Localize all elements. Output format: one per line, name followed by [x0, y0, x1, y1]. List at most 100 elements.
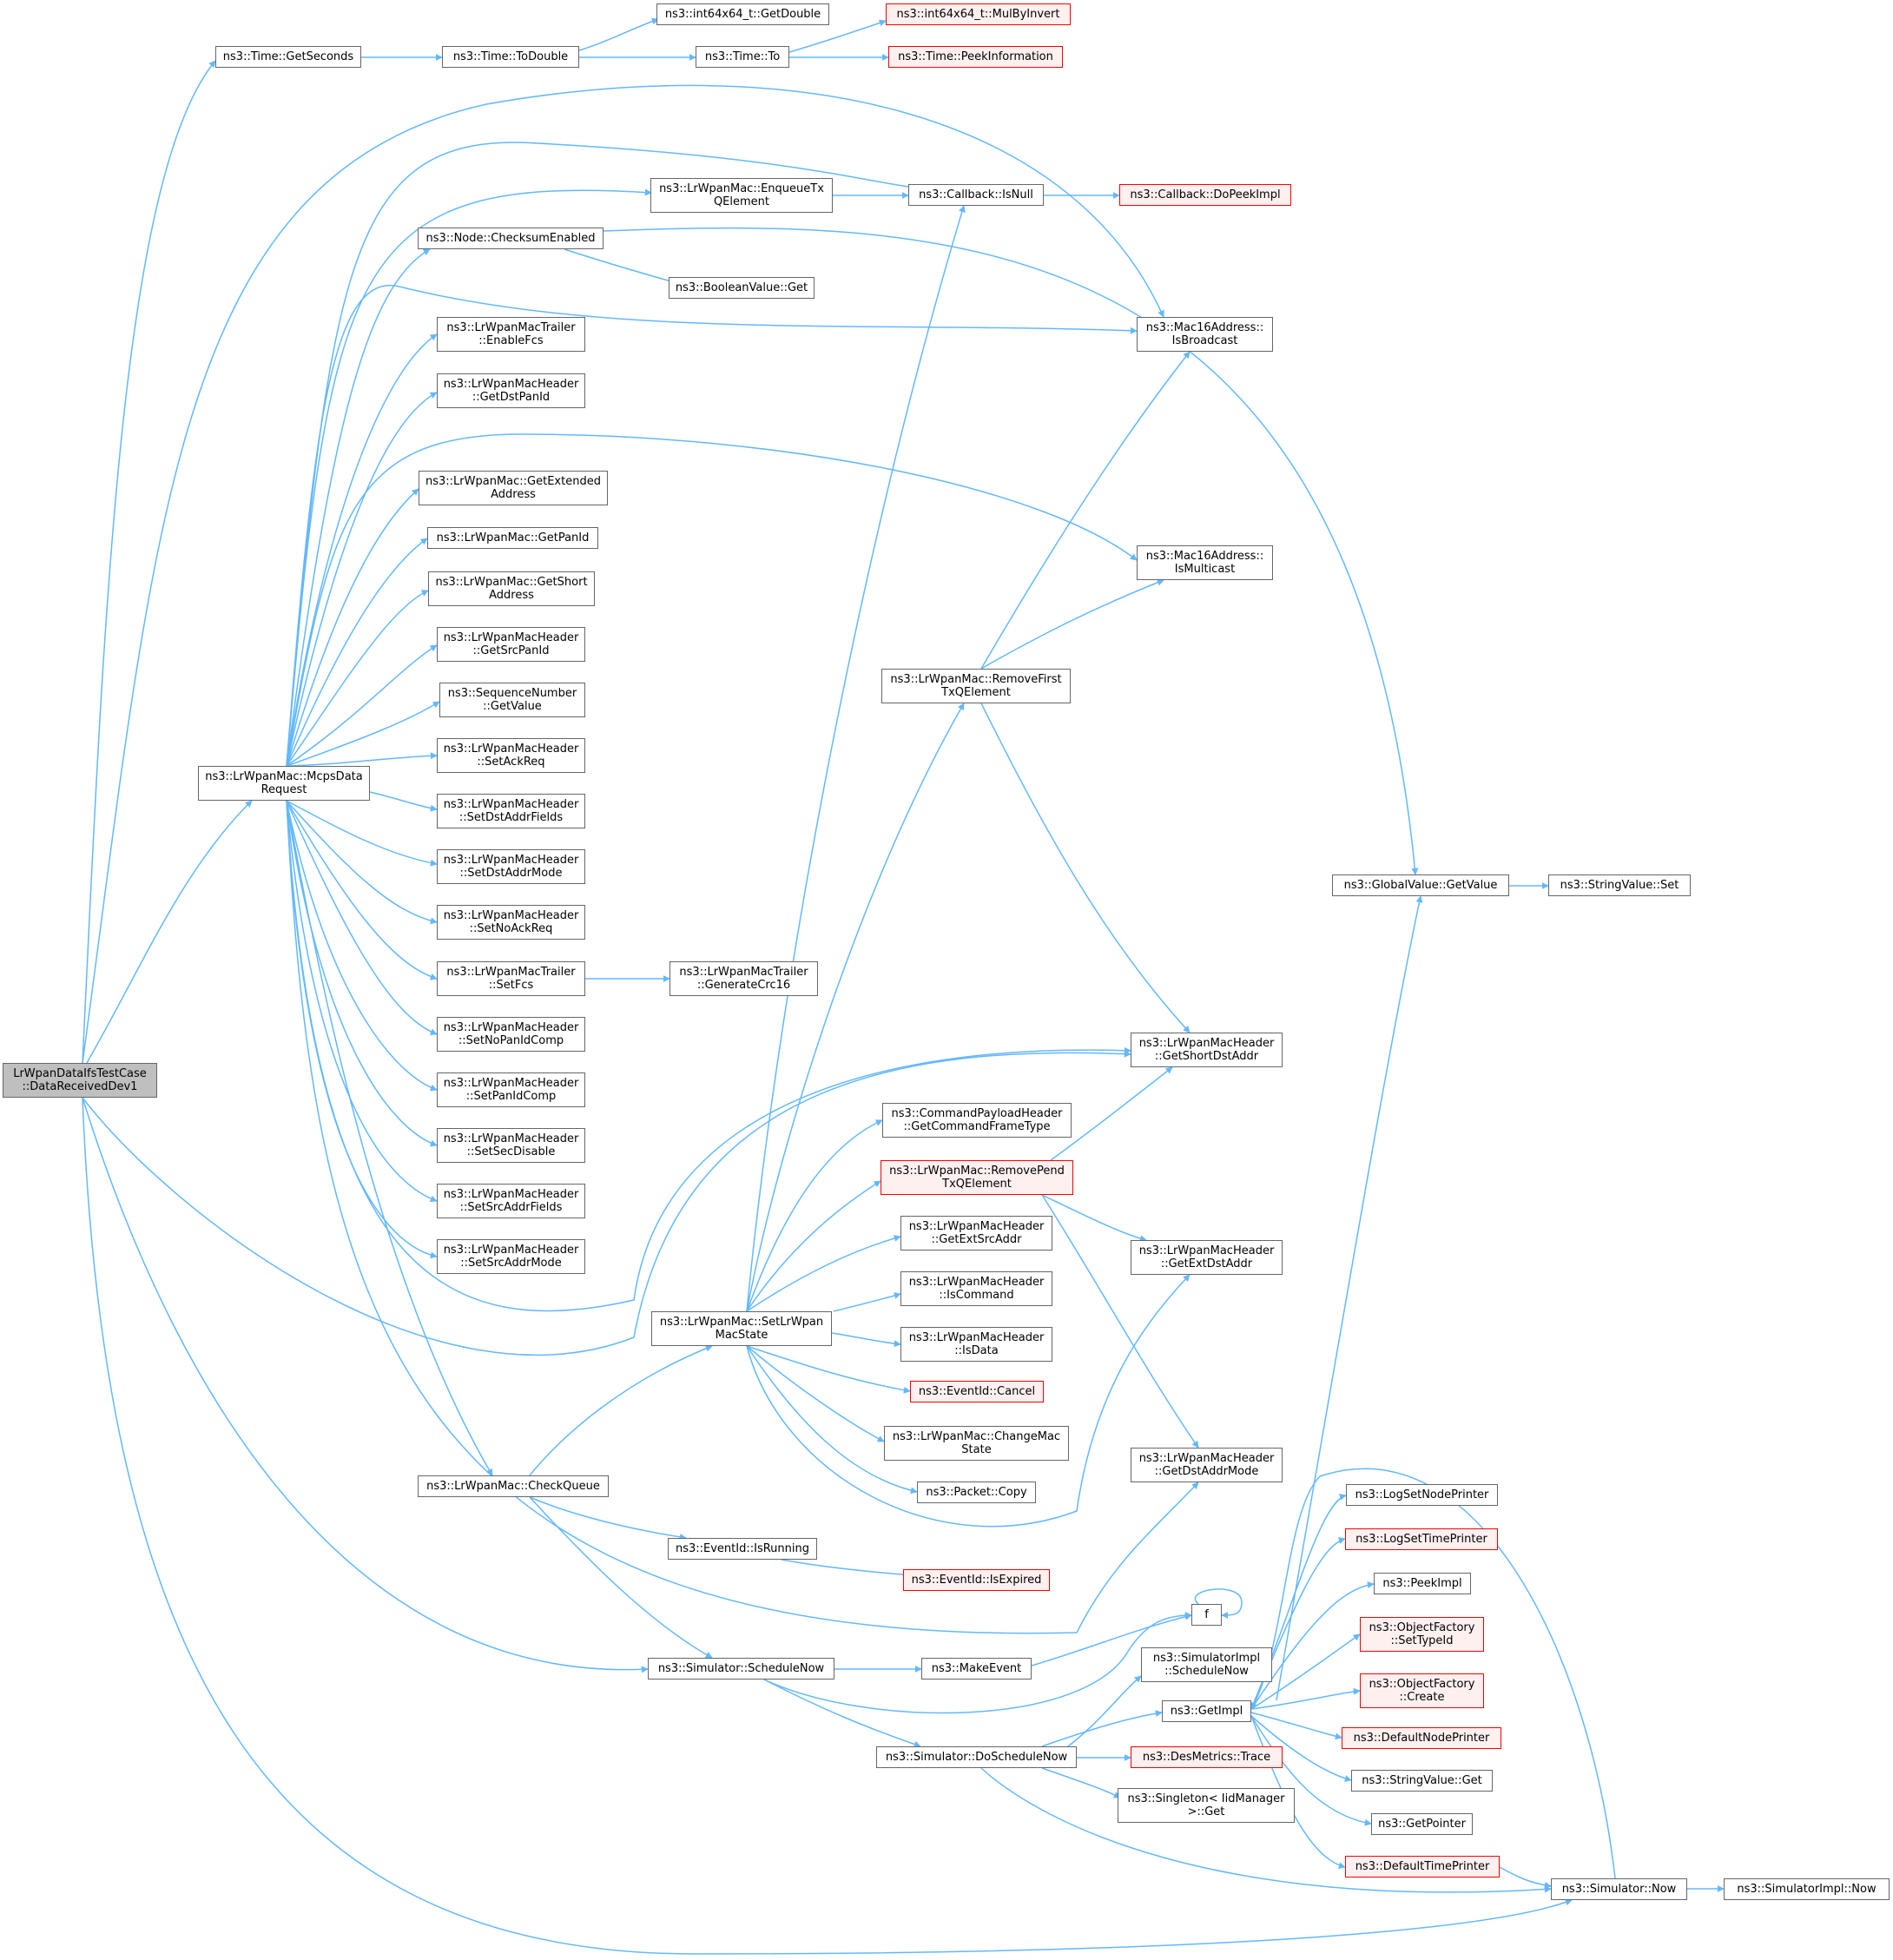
node-setsrcaddrmode[interactable]: ns3::LrWpanMacHeader ::SetSrcAddrMode — [437, 1239, 585, 1274]
node-getdouble[interactable]: ns3::int64x64_t::GetDouble — [656, 3, 829, 25]
call-edge — [746, 1274, 1191, 1528]
node-stringget[interactable]: ns3::StringValue::Get — [1351, 1770, 1493, 1792]
node-isexpired[interactable]: ns3::EventId::IsExpired — [903, 1569, 1050, 1591]
node-isnull[interactable]: ns3::Callback::IsNull — [908, 184, 1044, 206]
call-edge — [746, 1119, 883, 1312]
node-getsrcpanid[interactable]: ns3::LrWpanMacHeader ::GetSrcPanId — [437, 627, 585, 662]
node-getimpl[interactable]: ns3::GetImpl — [1162, 1700, 1251, 1722]
node-removepend[interactable]: ns3::LrWpanMac::RemovePend TxQElement — [881, 1160, 1073, 1195]
node-getpointer[interactable]: ns3::GetPointer — [1371, 1813, 1473, 1835]
call-edge — [1067, 1675, 1142, 1747]
call-edge — [286, 800, 438, 1036]
node-desmetrics[interactable]: ns3::DesMetrics::Trace — [1131, 1746, 1283, 1768]
call-edge — [82, 1097, 649, 1673]
call-edge — [1050, 1066, 1173, 1161]
node-setnoackreq[interactable]: ns3::LrWpanMacHeader ::SetNoAckReq — [437, 905, 585, 940]
node-cancel[interactable]: ns3::EventId::Cancel — [910, 1381, 1044, 1402]
call-edge — [286, 488, 419, 767]
node-enqueue[interactable]: ns3::LrWpanMac::EnqueueTx QElement — [650, 178, 833, 213]
node-isrunning[interactable]: ns3::EventId::IsRunning — [668, 1538, 817, 1560]
node-checkqueue[interactable]: ns3::LrWpanMac::CheckQueue — [418, 1475, 609, 1497]
node-setnopanidcomp[interactable]: ns3::LrWpanMacHeader ::SetNoPanIdComp — [437, 1017, 585, 1052]
node-mcps[interactable]: ns3::LrWpanMac::McpsData Request — [198, 766, 370, 801]
call-edge — [1499, 1866, 1552, 1889]
call-edge — [763, 1612, 1192, 1714]
call-edge — [286, 800, 438, 867]
call-edge — [1041, 1194, 1199, 1449]
call-edge — [833, 1292, 901, 1312]
node-iscommand[interactable]: ns3::LrWpanMacHeader ::IsCommand — [900, 1271, 1052, 1306]
node-boolget[interactable]: ns3::BooleanValue::Get — [669, 277, 815, 299]
node-setpanidcomp[interactable]: ns3::LrWpanMacHeader ::SetPanIdComp — [437, 1072, 585, 1107]
node-f[interactable]: f — [1191, 1604, 1222, 1626]
node-setsecdisable[interactable]: ns3::LrWpanMacHeader ::SetSecDisable — [437, 1128, 585, 1163]
node-logtime[interactable]: ns3::LogSetTimePrinter — [1345, 1528, 1498, 1550]
node-simnow[interactable]: ns3::Simulator::Now — [1551, 1878, 1687, 1900]
node-stringset[interactable]: ns3::StringValue::Set — [1548, 874, 1691, 896]
node-seqgetvalue[interactable]: ns3::SequenceNumber ::GetValue — [439, 683, 585, 717]
node-setsrcaddrfields[interactable]: ns3::LrWpanMacHeader ::SetSrcAddrFields — [437, 1184, 585, 1218]
node-getextdst[interactable]: ns3::LrWpanMacHeader ::GetExtDstAddr — [1131, 1240, 1283, 1275]
node-create[interactable]: ns3::ObjectFactory ::Create — [1360, 1673, 1484, 1708]
node-cmdframetype[interactable]: ns3::CommandPayloadHeader ::GetCommandFr… — [882, 1103, 1072, 1138]
call-edge — [86, 800, 253, 1064]
call-edge — [746, 1345, 918, 1495]
node-setdstaddrfields[interactable]: ns3::LrWpanMacHeader ::SetDstAddrFields — [437, 794, 585, 828]
node-getextaddr[interactable]: ns3::LrWpanMac::GetExtended Address — [419, 471, 608, 505]
call-edge — [286, 433, 1138, 767]
node-enablefcs[interactable]: ns3::LrWpanMacTrailer ::EnableFcs — [437, 317, 585, 352]
call-edge — [286, 800, 493, 1476]
node-defnode[interactable]: ns3::DefaultNodePrinter — [1342, 1727, 1501, 1749]
call-edge — [1250, 1715, 1352, 1782]
call-edge — [1250, 1468, 1616, 1879]
node-checksum[interactable]: ns3::Node::ChecksumEnabled — [418, 228, 604, 249]
call-edge — [82, 1097, 1573, 1955]
node-getshortdst[interactable]: ns3::LrWpanMacHeader ::GetShortDstAddr — [1131, 1033, 1283, 1067]
call-edge — [286, 800, 1131, 1312]
node-peekinfo[interactable]: ns3::Time::PeekInformation — [888, 46, 1063, 68]
node-getdstpanid[interactable]: ns3::LrWpanMacHeader ::GetDstPanId — [437, 373, 585, 408]
node-setfcs[interactable]: ns3::LrWpanMacTrailer ::SetFcs — [437, 961, 585, 996]
call-edge — [286, 590, 429, 767]
call-edge — [564, 248, 678, 285]
node-peekimpl[interactable]: ns3::PeekImpl — [1374, 1573, 1471, 1594]
node-isdata[interactable]: ns3::LrWpanMacHeader ::IsData — [900, 1327, 1052, 1362]
node-getpanid[interactable]: ns3::LrWpanMac::GetPanId — [427, 527, 598, 549]
call-edge — [1041, 1194, 1147, 1243]
node-implschedulenow[interactable]: ns3::SimulatorImpl ::ScheduleNow — [1141, 1647, 1272, 1682]
node-getdstaddrmode[interactable]: ns3::LrWpanMacHeader ::GetDstAddrMode — [1131, 1448, 1283, 1482]
call-edge — [746, 205, 966, 1312]
call-edge — [286, 644, 438, 767]
node-makeevent[interactable]: ns3::MakeEvent — [921, 1658, 1032, 1680]
node-dopeek[interactable]: ns3::Callback::DoPeekImpl — [1119, 184, 1291, 206]
node-getextsrc[interactable]: ns3::LrWpanMacHeader ::GetExtSrcAddr — [900, 1216, 1052, 1251]
node-gencrc[interactable]: ns3::LrWpanMacTrailer ::GenerateCrc16 — [669, 961, 818, 996]
node-singleton[interactable]: ns3::Singleton< IidManager >::Get — [1118, 1788, 1295, 1823]
call-edge — [831, 1332, 901, 1348]
node-timeto[interactable]: ns3::Time::To — [696, 46, 789, 68]
node-getshortaddr[interactable]: ns3::LrWpanMac::GetShort Address — [428, 571, 595, 606]
node-schedulenow[interactable]: ns3::Simulator::ScheduleNow — [648, 1658, 834, 1680]
node-implnow[interactable]: ns3::SimulatorImpl::Now — [1724, 1878, 1890, 1900]
node-removefirst[interactable]: ns3::LrWpanMac::RemoveFirst TxQElement — [881, 669, 1071, 703]
node-packetcopy[interactable]: ns3::Packet::Copy — [917, 1482, 1036, 1503]
node-setdstaddrmode[interactable]: ns3::LrWpanMacHeader ::SetDstAddrMode — [437, 849, 585, 884]
node-globalgetvalue[interactable]: ns3::GlobalValue::GetValue — [1332, 874, 1509, 896]
call-edge — [286, 248, 431, 767]
node-isbroadcast[interactable]: ns3::Mac16Address:: IsBroadcast — [1137, 317, 1273, 352]
node-mulbyinvert[interactable]: ns3::int64x64_t::MulByInvert — [886, 3, 1071, 25]
call-edge — [1041, 1767, 1121, 1798]
node-todouble[interactable]: ns3::Time::ToDouble — [442, 46, 579, 68]
node-doschedulenow[interactable]: ns3::Simulator::DoScheduleNow — [876, 1746, 1077, 1768]
node-changestate[interactable]: ns3::LrWpanMac::ChangeMac State — [884, 1426, 1069, 1461]
node-settypeid[interactable]: ns3::ObjectFactory ::SetTypeId — [1360, 1617, 1484, 1652]
call-edge — [529, 1496, 687, 1541]
node-lognode[interactable]: ns3::LogSetNodePrinter — [1346, 1484, 1498, 1506]
node-setstate[interactable]: ns3::LrWpanMac::SetLrWpan MacState — [651, 1311, 832, 1346]
node-setackreq[interactable]: ns3::LrWpanMacHeader ::SetAckReq — [437, 738, 585, 773]
node-ismulticast[interactable]: ns3::Mac16Address:: IsMulticast — [1137, 545, 1273, 580]
node-getseconds[interactable]: ns3::Time::GetSeconds — [215, 46, 361, 68]
call-edge — [529, 1496, 713, 1659]
call-edge — [746, 1235, 901, 1312]
node-deftime[interactable]: ns3::DefaultTimePrinter — [1345, 1856, 1500, 1878]
